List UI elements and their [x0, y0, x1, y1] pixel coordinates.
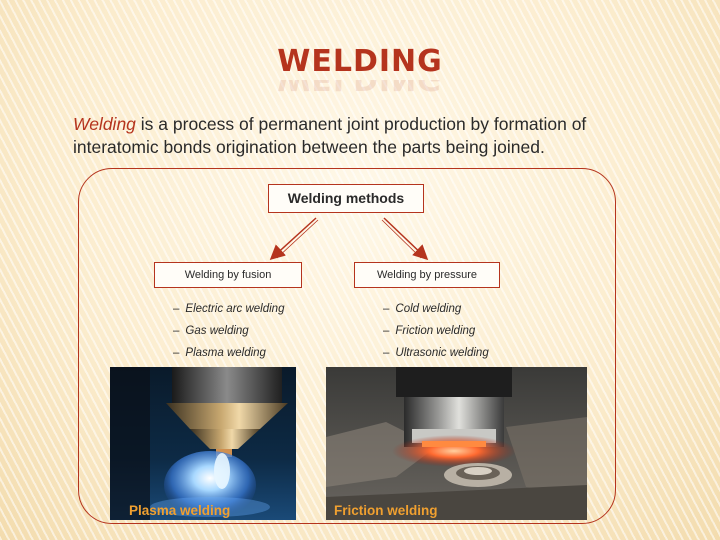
methods-frame	[78, 168, 616, 524]
list-item-label: Friction welding	[395, 325, 476, 337]
slide-title: WELDING	[277, 44, 443, 79]
friction-welding-caption: Friction welding	[334, 503, 438, 518]
list-item: –Friction welding	[383, 325, 476, 337]
welding-by-fusion-box: Welding by fusion	[154, 262, 302, 288]
pressure-methods-list: –Cold welding –Friction welding –Ultraso…	[383, 298, 489, 364]
list-item-label: Cold welding	[395, 303, 462, 315]
list-item: –Ultrasonic welding	[383, 347, 489, 359]
fusion-methods-list: –Electric arc welding –Gas welding –Plas…	[173, 298, 284, 364]
plasma-welding-caption: Plasma welding	[129, 503, 231, 518]
plasma-welding-photo	[110, 367, 296, 520]
welding-methods-box: Welding methods	[268, 184, 424, 213]
list-item: –Plasma welding	[173, 347, 266, 359]
arrow-to-fusion	[269, 217, 317, 261]
list-item: –Electric arc welding	[173, 303, 285, 315]
intro-text: is a process of permanent joint producti…	[73, 114, 587, 157]
intro-paragraph: Welding is a process of permanent joint …	[73, 113, 673, 159]
list-item: –Cold welding	[383, 303, 462, 315]
list-item-label: Gas welding	[185, 325, 249, 337]
list-item-label: Ultrasonic welding	[395, 347, 489, 359]
welding-by-pressure-box: Welding by pressure	[354, 262, 500, 288]
list-item: –Gas welding	[173, 325, 249, 337]
friction-welding-photo	[326, 367, 587, 520]
intro-term: Welding	[73, 114, 136, 134]
list-item-label: Electric arc welding	[185, 303, 285, 315]
arrow-to-pressure	[383, 217, 429, 261]
list-item-label: Plasma welding	[185, 347, 266, 359]
